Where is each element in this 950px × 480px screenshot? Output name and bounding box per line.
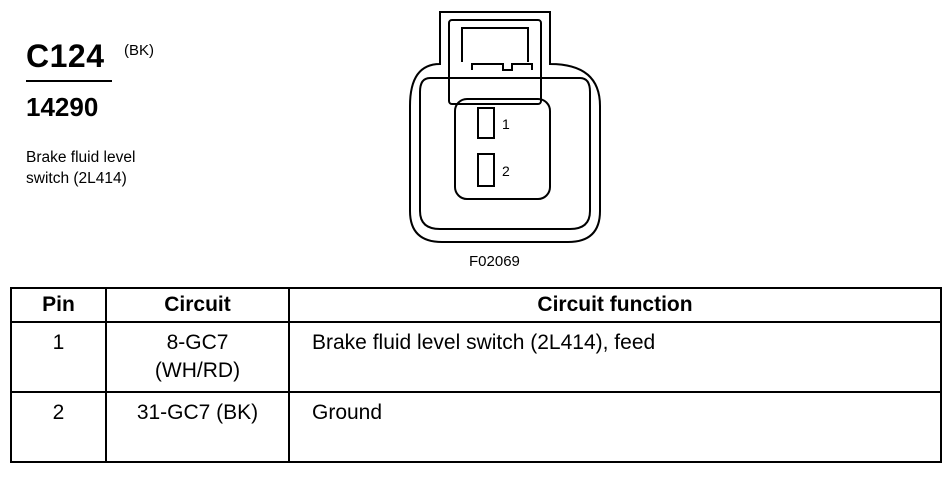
pin-1-terminal: [477, 107, 495, 139]
description-line-1: Brake fluid level: [26, 149, 136, 166]
circuit-cell: 31-GC7 (BK): [105, 391, 290, 463]
circuit-line: 8-GC7: [166, 331, 229, 354]
title-divider: [26, 80, 112, 82]
connector-description: Brake fluid level switch (2L414): [26, 147, 186, 189]
figure-id: F02069: [469, 253, 520, 270]
header-circuit: Circuit: [105, 287, 290, 323]
header-circuit-function: Circuit function: [288, 287, 942, 323]
connector-face-drawing: 1 2: [409, 11, 601, 243]
pin-2-label: 2: [502, 163, 510, 179]
circuit-cell: 8-GC7 (WH/RD): [105, 321, 290, 393]
table-row: 2 31-GC7 (BK) Ground: [10, 391, 942, 463]
pinout-table: Pin Circuit Circuit function 1 8-GC7 (WH…: [10, 287, 942, 463]
latch-arm: [461, 27, 529, 62]
connector-id: C124: [26, 38, 105, 74]
description-line-2: switch (2L414): [26, 170, 127, 187]
circuit-line: 31-GC7 (BK): [136, 401, 259, 424]
terminal-cavity-block: [454, 98, 551, 200]
circuit-line: (WH/RD): [154, 359, 241, 382]
connector-housing-outline: [409, 11, 601, 243]
pin-2-terminal: [477, 153, 495, 187]
latch-notch: [471, 63, 533, 71]
circuit-function-cell: Brake fluid level switch (2L414), feed: [288, 321, 942, 393]
circuit-function-cell: Ground: [288, 391, 942, 463]
table-header-row: Pin Circuit Circuit function: [10, 287, 942, 323]
pin-cell: 1: [10, 321, 107, 393]
latch-frame: [448, 19, 542, 105]
table-row: 1 8-GC7 (WH/RD) Brake fluid level switch…: [10, 321, 942, 393]
pin-cell: 2: [10, 391, 107, 463]
connector-color-code: (BK): [124, 42, 154, 59]
part-number: 14290: [26, 92, 99, 122]
pin-1-label: 1: [502, 116, 510, 132]
connector-inner-outline: [419, 77, 591, 230]
header-pin: Pin: [10, 287, 107, 323]
